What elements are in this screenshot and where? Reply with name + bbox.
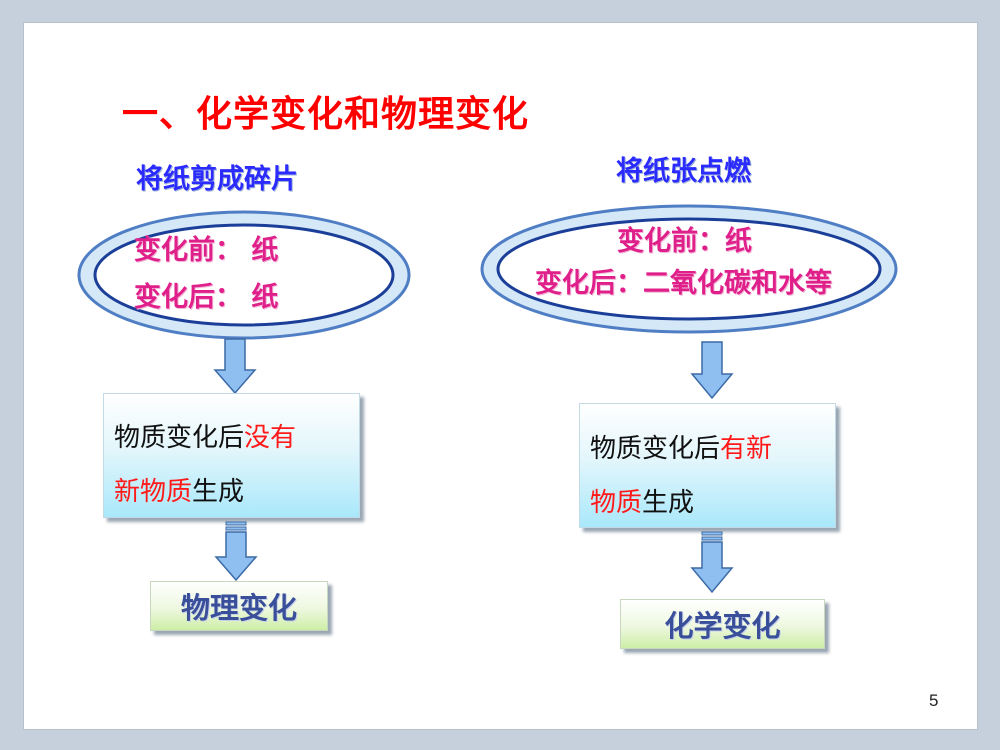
- right-description-line-2: 物质生成: [590, 488, 695, 518]
- page-number: 5: [929, 691, 939, 710]
- left-after-text: 变化后： 纸: [134, 282, 279, 313]
- right-result-box: 化学变化: [620, 599, 825, 649]
- left-ellipse: [77, 210, 411, 340]
- left-down-arrow-2: [214, 521, 258, 582]
- right-ellipse: [480, 204, 898, 334]
- left-down-arrow-1: [213, 338, 257, 395]
- left-heading: 将纸剪成碎片: [136, 164, 298, 195]
- right-down-arrow-2: [690, 531, 734, 594]
- left-description-box: 物质变化后没有 新物质生成: [103, 393, 360, 518]
- left-before-text: 变化前： 纸: [134, 235, 279, 266]
- right-heading: 将纸张点燃: [616, 156, 751, 187]
- slide-title: 一、化学变化和物理变化: [122, 94, 530, 135]
- left-description-line-2: 新物质生成: [114, 477, 245, 507]
- left-description-line-1: 物质变化后没有: [114, 423, 297, 453]
- right-before-text: 变化前：纸: [617, 226, 752, 257]
- right-description-line-1: 物质变化后有新: [590, 434, 773, 464]
- left-result-box: 物理变化: [150, 581, 328, 631]
- slide: 一、化学变化和物理变化 将纸剪成碎片 变化前： 纸 变化后： 纸 物质变化后没有…: [23, 22, 978, 730]
- right-down-arrow-1: [690, 341, 734, 400]
- right-after-text: 变化后：二氧化碳和水等: [535, 268, 832, 299]
- right-description-box: 物质变化后有新 物质生成: [579, 403, 836, 528]
